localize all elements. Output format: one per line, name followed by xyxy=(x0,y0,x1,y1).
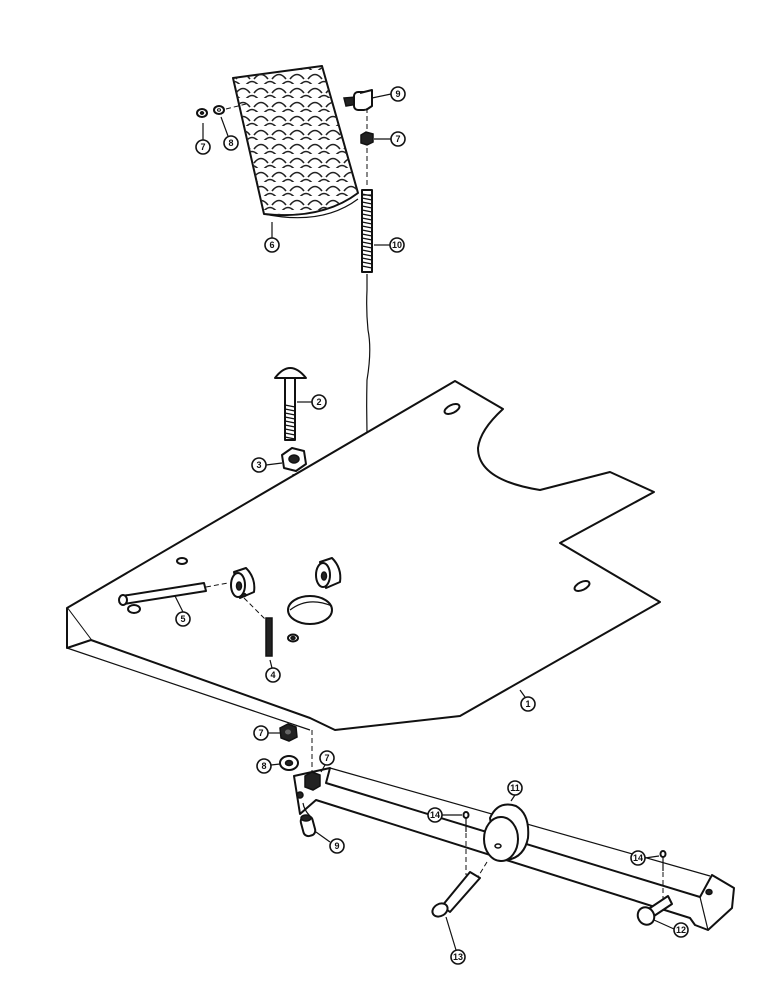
pivot-block-right xyxy=(315,557,342,589)
callout-circle xyxy=(390,131,406,147)
callout-number: 8 xyxy=(228,138,233,148)
callout-c7a: 7 xyxy=(195,139,211,155)
callout-circle xyxy=(265,667,281,683)
cotter-pin-left xyxy=(462,811,470,875)
pedal-pad xyxy=(232,65,359,219)
callout-circle xyxy=(673,922,689,938)
callout-number: 5 xyxy=(180,614,185,624)
callout-c10: 10 xyxy=(389,237,405,253)
nut-bracket xyxy=(304,771,321,791)
callout-c1: 1 xyxy=(520,696,536,712)
callout-circle xyxy=(256,758,272,774)
pivot-pin xyxy=(118,582,229,606)
ball-joint-top xyxy=(343,89,373,111)
callout-number: 10 xyxy=(392,240,402,250)
callout-circle xyxy=(175,611,191,627)
callout-c6: 6 xyxy=(264,237,280,253)
callout-number: 2 xyxy=(316,397,321,407)
callout-c2: 2 xyxy=(311,394,327,410)
callout-number: 9 xyxy=(334,841,339,851)
callout-number: 7 xyxy=(324,753,329,763)
nut-lower-left xyxy=(279,723,298,742)
callout-c7b: 7 xyxy=(390,131,406,147)
callout-c11: 11 xyxy=(507,780,523,796)
callout-circle xyxy=(427,807,443,823)
callout-circle xyxy=(507,780,523,796)
callout-number: 9 xyxy=(395,89,400,99)
callout-c9a: 9 xyxy=(390,86,406,102)
callout-c7c: 7 xyxy=(253,725,269,741)
callout-number: 7 xyxy=(395,134,400,144)
callout-number: 14 xyxy=(430,810,440,820)
callout-c13: 13 xyxy=(450,949,466,965)
clevis-pin-left xyxy=(431,861,488,918)
ball-joint-lower xyxy=(299,802,317,838)
roller-drum xyxy=(483,803,530,862)
callout-c9b: 9 xyxy=(329,838,345,854)
set-screw xyxy=(243,597,273,657)
callout-c4: 4 xyxy=(265,667,281,683)
callout-circle xyxy=(251,457,267,473)
callout-circle xyxy=(223,135,239,151)
callout-number: 6 xyxy=(269,240,274,250)
cotter-pin-right xyxy=(659,850,667,900)
callout-circle xyxy=(390,86,406,102)
callout-circle xyxy=(319,750,335,766)
callout-number: 12 xyxy=(676,925,686,935)
callout-c14b: 14 xyxy=(630,850,646,866)
callout-c8b: 8 xyxy=(256,758,272,774)
callout-circle xyxy=(311,394,327,410)
callout-c14a: 14 xyxy=(427,807,443,823)
callout-number: 7 xyxy=(258,728,263,738)
callout-number: 13 xyxy=(453,952,463,962)
callout-c8a: 8 xyxy=(223,135,239,151)
callout-circle xyxy=(253,725,269,741)
nut-washer-top-left xyxy=(196,103,247,118)
callout-circle xyxy=(329,838,345,854)
pivot-block-left xyxy=(230,567,256,599)
washer-lower xyxy=(279,755,299,771)
callout-number: 11 xyxy=(510,783,520,793)
callout-c5: 5 xyxy=(175,611,191,627)
callout-circle xyxy=(389,237,405,253)
callout-number: 4 xyxy=(270,670,275,680)
callout-number: 7 xyxy=(200,142,205,152)
callout-number: 3 xyxy=(256,460,261,470)
callout-circle xyxy=(520,696,536,712)
callout-circle xyxy=(264,237,280,253)
callout-c3: 3 xyxy=(251,457,267,473)
clevis-pin-right xyxy=(636,895,673,926)
nut-top xyxy=(360,108,374,146)
callout-number: 1 xyxy=(525,699,530,709)
callout-number: 8 xyxy=(261,761,266,771)
callout-c7d: 7 xyxy=(319,750,335,766)
callout-number: 14 xyxy=(633,853,643,863)
callout-circle xyxy=(630,850,646,866)
callout-c12: 12 xyxy=(673,922,689,938)
callout-circle xyxy=(195,139,211,155)
floor-plate xyxy=(66,380,661,731)
carriage-bolt xyxy=(274,367,307,441)
callout-circle xyxy=(450,949,466,965)
